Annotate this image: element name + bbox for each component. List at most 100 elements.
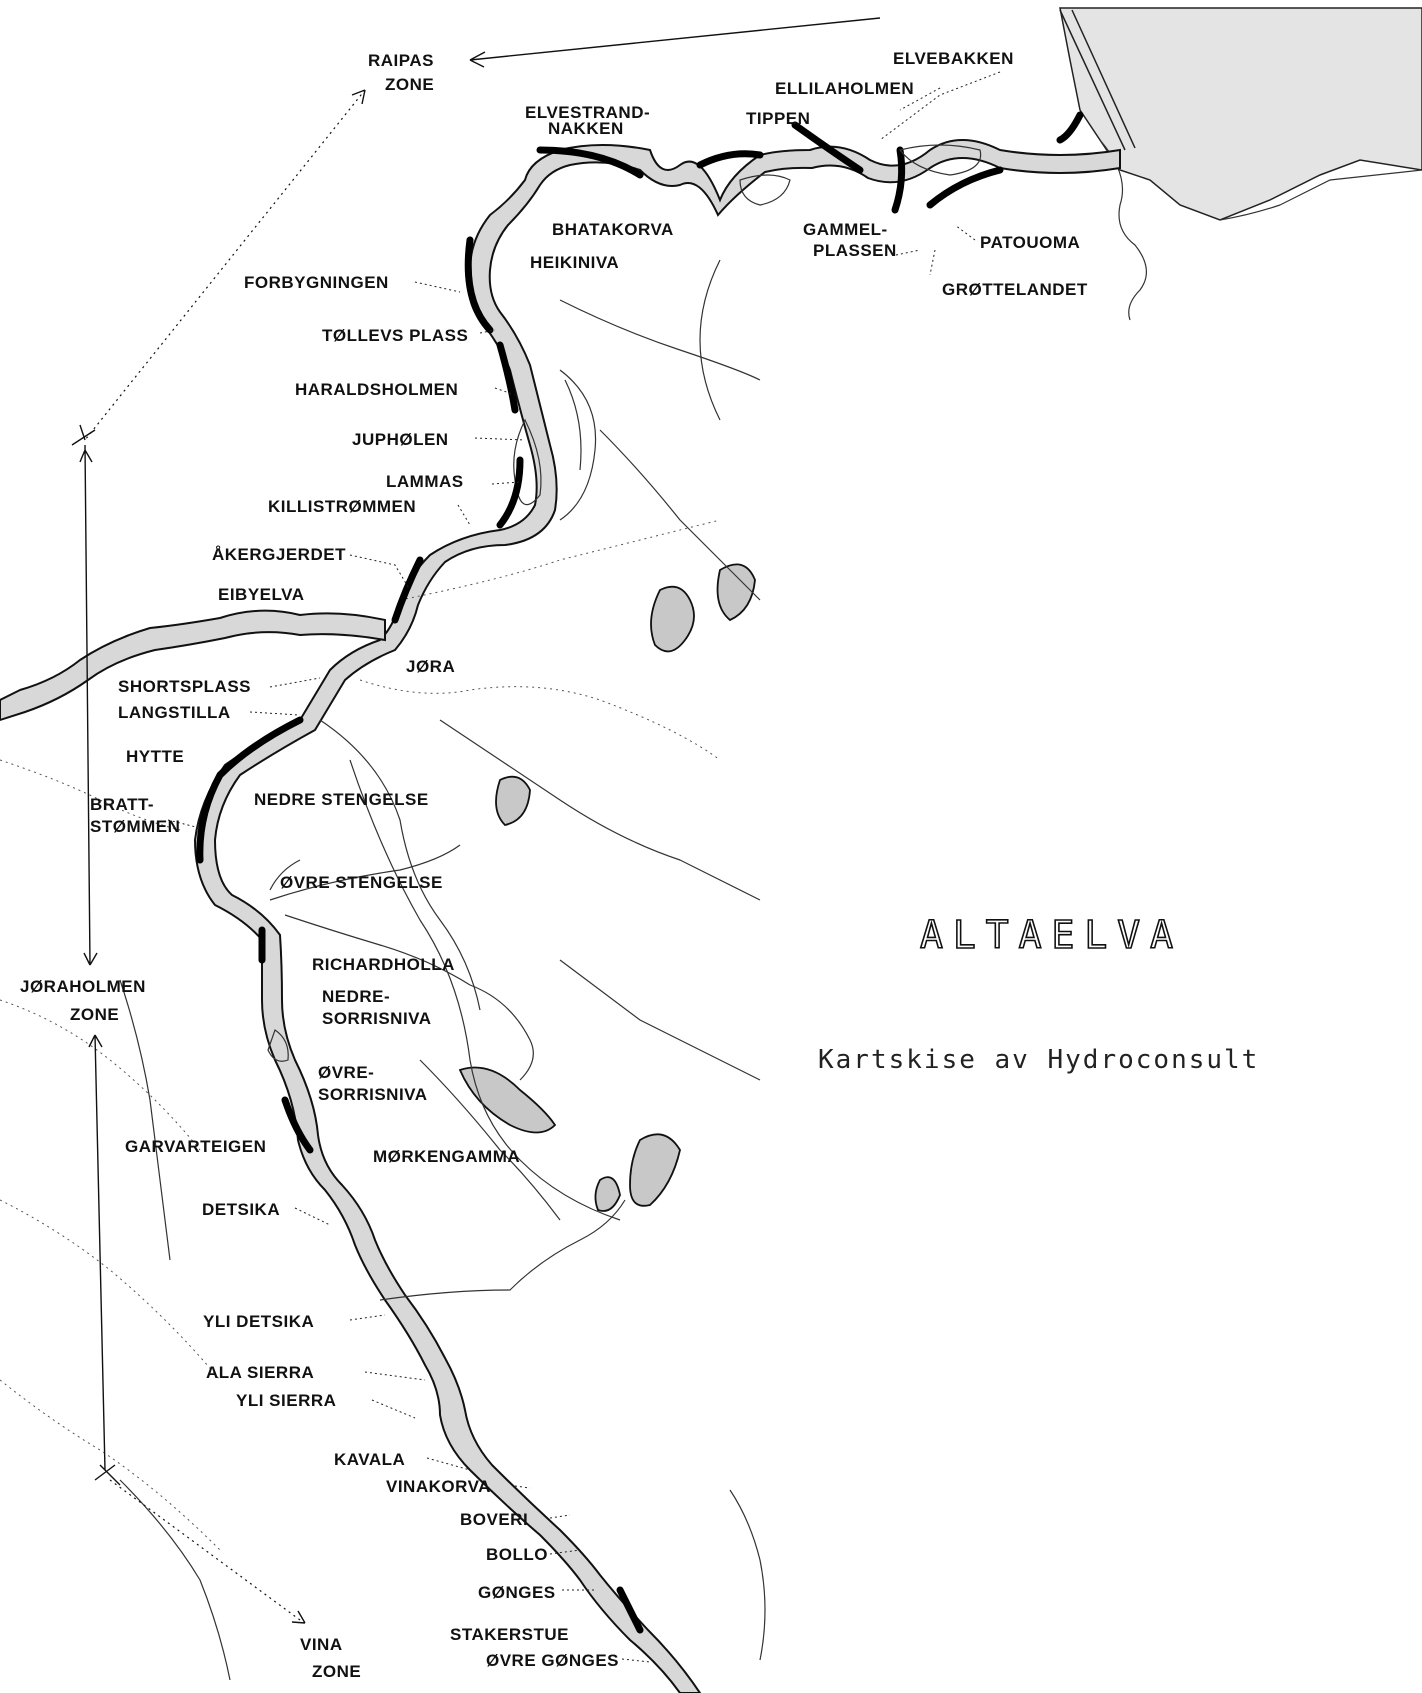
label-brattstommen-1: BRATT- bbox=[90, 795, 154, 814]
label-shortsplass: SHORTSPLASS bbox=[118, 677, 251, 696]
bank-section-6 bbox=[1056, 111, 1084, 144]
label-bollo: BOLLO bbox=[486, 1545, 548, 1564]
label-killistrommen: KILLISTRØMMEN bbox=[268, 497, 416, 516]
raipas-zone-diagonal bbox=[84, 89, 366, 441]
label-grottelandet: GRØTTELANDET bbox=[942, 280, 1088, 299]
leader-shortsplass bbox=[269, 677, 321, 688]
contour-4 bbox=[349, 759, 621, 1221]
island-tippen bbox=[898, 144, 982, 176]
bank-section-9 bbox=[496, 456, 524, 529]
label-jora: JØRA bbox=[406, 657, 455, 676]
label-forbygningen: FORBYGNINGEN bbox=[244, 273, 389, 292]
leader-juphølen bbox=[474, 437, 526, 441]
bank-section-1 bbox=[536, 146, 644, 179]
zone-raipas-line2: ZONE bbox=[385, 75, 434, 94]
label-ovre-sorrisniva-1: ØVRE- bbox=[318, 1063, 374, 1082]
contour-9 bbox=[559, 299, 761, 381]
label-detsika: DETSIKA bbox=[202, 1200, 280, 1219]
contour-7 bbox=[559, 959, 761, 1081]
label-boveri: BOVERI bbox=[460, 1510, 528, 1529]
raipas-zone-arrow-top bbox=[469, 17, 881, 68]
bank-section-2 bbox=[696, 150, 764, 169]
joraholmen-zone-lower-extent bbox=[88, 1034, 106, 1471]
label-ala-sierra: ALA SIERRA bbox=[206, 1363, 314, 1382]
label-kavala: KAVALA bbox=[334, 1450, 405, 1469]
label-richardholla: RICHARDHOLLA bbox=[312, 955, 455, 974]
bank-section-8 bbox=[496, 341, 519, 414]
island-garvarteigen bbox=[267, 1029, 289, 1062]
label-patouoma: PATOUOMA bbox=[980, 233, 1080, 252]
label-elilaholmen: ELLILAHOLMEN bbox=[775, 79, 914, 98]
bank-section-4 bbox=[891, 146, 906, 214]
vina-zone-separator bbox=[94, 1464, 121, 1486]
zone-vina-line2: ZONE bbox=[312, 1662, 361, 1681]
lake-2 bbox=[716, 563, 756, 622]
contour-14 bbox=[119, 1479, 231, 1681]
contour-13 bbox=[0, 1199, 221, 1381]
island-elilaholmen bbox=[739, 174, 791, 206]
leader-patouoma bbox=[954, 224, 976, 241]
leader-yli-sierra bbox=[371, 1399, 416, 1419]
zone-separator-1 bbox=[71, 424, 96, 446]
label-stakerstue: STAKERSTUE bbox=[450, 1625, 569, 1644]
label-elvestrandnakken-1: ELVESTRAND- bbox=[525, 103, 650, 122]
label-nedre-stengelse: NEDRE STENGELSE bbox=[254, 790, 429, 809]
river-mouth-channel bbox=[1099, 139, 1147, 321]
label-yli-detsika: YLI DETSIKA bbox=[203, 1312, 314, 1331]
contour-15 bbox=[0, 1379, 221, 1551]
label-vinakorva: VINAKORVA bbox=[386, 1477, 491, 1496]
leader-yli-detsika bbox=[349, 1314, 386, 1321]
contour-3 bbox=[319, 719, 481, 1011]
contour-2 bbox=[359, 679, 721, 761]
label-tollevs-plass: TØLLEVS PLASS bbox=[322, 326, 468, 345]
leader-bollo bbox=[549, 1549, 581, 1555]
leader-boveri bbox=[549, 1514, 571, 1519]
label-langstilla: LANGSTILLA bbox=[118, 703, 231, 722]
zone-joraholmen-line1: JØRAHOLMEN bbox=[20, 977, 146, 996]
label-yli-sierra: YLI SIERRA bbox=[236, 1391, 336, 1410]
contour-16 bbox=[729, 1489, 766, 1661]
leader-langstilla bbox=[249, 711, 301, 716]
contour-5 bbox=[439, 719, 761, 901]
joraholmen-zone-extent bbox=[79, 444, 98, 966]
contour-6 bbox=[419, 1059, 561, 1221]
bank-section-11 bbox=[196, 716, 304, 864]
leader-detsika bbox=[294, 1207, 331, 1226]
label-haraldsholmen: HARALDSHOLMEN bbox=[295, 380, 458, 399]
map-title: ALTAELVA bbox=[920, 913, 1183, 957]
zone-raipas-line1: RAIPAS bbox=[368, 51, 434, 70]
label-nedre-sorrisniva-1: NEDRE- bbox=[322, 987, 390, 1006]
leader-killistrommen bbox=[457, 504, 471, 526]
label-gammelplassen-2: PLASSEN bbox=[813, 241, 897, 260]
lake-4 bbox=[458, 1066, 557, 1134]
bank-section-5 bbox=[926, 166, 1004, 209]
tributary-eibyelva bbox=[0, 609, 386, 722]
label-ovre-sorrisniva-2: SORRISNIVA bbox=[318, 1085, 428, 1104]
bank-section-3 bbox=[791, 121, 864, 174]
label-morkengamma: MØRKENGAMMA bbox=[373, 1147, 520, 1166]
label-juphølen: JUPHØLEN bbox=[352, 430, 449, 449]
label-eibyelva: EIBYELVA bbox=[218, 585, 305, 604]
vina-zone-diagonal bbox=[109, 1479, 301, 1621]
leader-gammelplassen bbox=[895, 249, 921, 256]
lake-6 bbox=[594, 1176, 621, 1212]
contour-10 bbox=[699, 259, 721, 421]
side-channel bbox=[559, 369, 597, 521]
label-brattstommen-2: STØMMEN bbox=[90, 817, 180, 836]
label-ovre-gonges: ØVRE GØNGES bbox=[486, 1651, 619, 1670]
zone-vina-line1: VINA bbox=[300, 1635, 343, 1654]
label-akergjerdet: ÅKERGJERDET bbox=[212, 545, 346, 564]
fjord-area bbox=[1059, 7, 1422, 221]
lake-5 bbox=[629, 1133, 681, 1207]
label-hytte: HYTTE bbox=[126, 747, 184, 766]
label-tippen: TIPPEN bbox=[746, 109, 810, 128]
label-ovre-stengelse: ØVRE STENGELSE bbox=[280, 873, 443, 892]
label-heikiniva: HEIKINIVA bbox=[530, 253, 619, 272]
bank-section-13 bbox=[281, 1096, 314, 1154]
label-gammelplassen-1: GAMMEL- bbox=[803, 220, 888, 239]
map-subtitle: Kartskise av Hydroconsult bbox=[818, 1045, 1259, 1075]
leader-ala-sierra bbox=[364, 1371, 426, 1381]
contour-17 bbox=[119, 979, 171, 1261]
vina-zone-arrowhead bbox=[291, 1610, 306, 1624]
